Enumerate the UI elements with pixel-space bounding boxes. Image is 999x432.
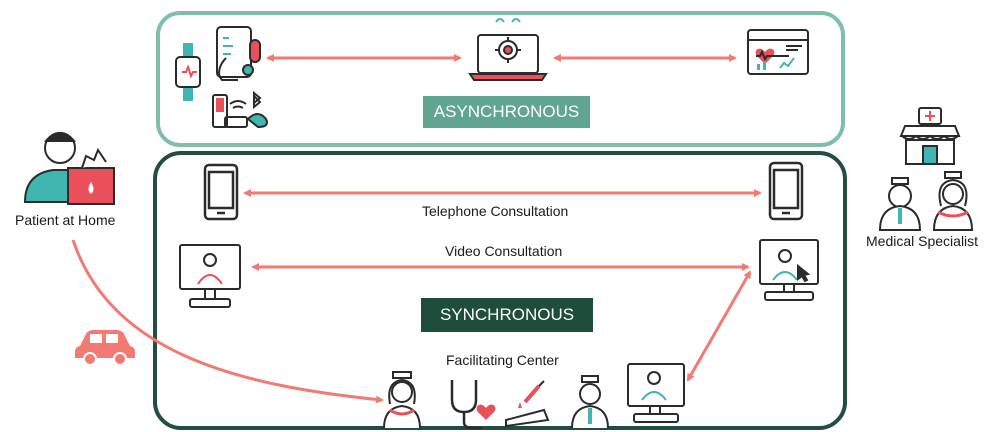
asynchronous-badge: ASYNCHRONOUS bbox=[423, 96, 590, 128]
doctor-icon bbox=[571, 375, 609, 429]
patient-travel-arrow bbox=[71, 239, 384, 404]
clinic-building-icon bbox=[899, 107, 961, 165]
synchronous-badge: SYNCHRONOUS bbox=[421, 298, 593, 332]
health-app-phone-icon bbox=[216, 26, 261, 81]
video-consultation-label: Video Consultation bbox=[445, 243, 563, 259]
laptop-gear-icon bbox=[468, 18, 548, 81]
specialist-video-monitor-icon bbox=[759, 239, 819, 301]
male-doctor-icon bbox=[878, 177, 922, 231]
center-video-monitor-icon bbox=[627, 363, 685, 423]
patient-video-monitor-icon bbox=[179, 244, 241, 308]
asynchronous-frame bbox=[156, 11, 845, 147]
car-icon bbox=[75, 330, 135, 366]
female-doctor-icon bbox=[932, 171, 974, 231]
telephone-consultation-label: Telephone Consultation bbox=[422, 203, 569, 219]
center-to-specialist-arrow bbox=[686, 270, 752, 382]
patient-phone-icon bbox=[203, 163, 239, 221]
specialist-label: Medical Specialist bbox=[866, 233, 979, 249]
connected-inhaler-icon bbox=[212, 90, 268, 129]
synchronous-frame bbox=[153, 151, 847, 430]
facilitating-center-label: Facilitating Center bbox=[446, 352, 559, 368]
stethoscope-icon bbox=[450, 380, 496, 430]
patient-label: Patient at Home bbox=[15, 212, 116, 228]
blood-draw-icon bbox=[505, 380, 550, 428]
smartwatch-icon bbox=[175, 43, 201, 101]
nurse-icon bbox=[383, 371, 421, 429]
specialist-phone-icon bbox=[768, 161, 804, 221]
sick-patient-icon bbox=[23, 132, 115, 205]
heart-dashboard-monitor-icon bbox=[747, 29, 809, 75]
